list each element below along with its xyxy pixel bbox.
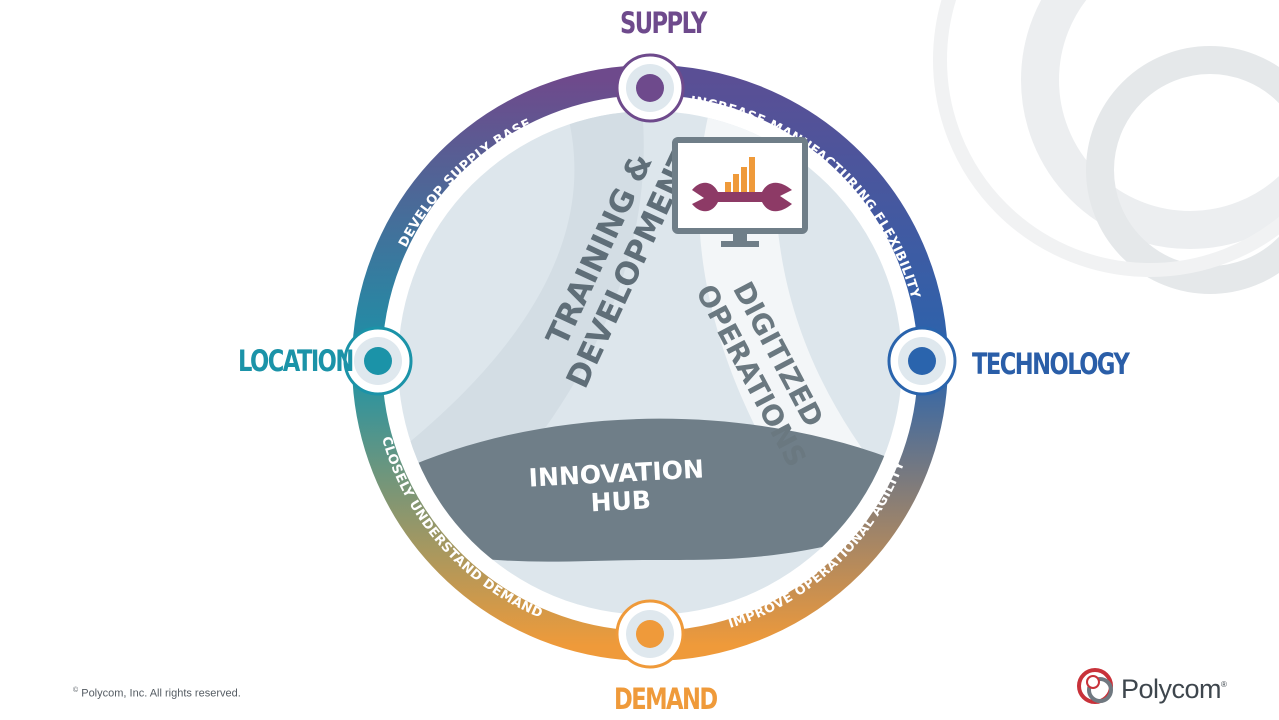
copyright-text: Polycom, Inc. All rights reserved. [78, 687, 241, 700]
node-supply [615, 53, 685, 123]
polycom-logo-text: Polycom® [1121, 674, 1227, 705]
copyright-symbol: © [73, 687, 79, 694]
label-demand: DEMAND [614, 682, 718, 716]
label-technology: TECHNOLOGY [972, 347, 1130, 381]
decorative-circles [933, 0, 1279, 294]
node-location [343, 326, 413, 396]
node-technology [887, 326, 957, 396]
monitor-wrench-chart-icon [672, 137, 808, 247]
innovation-band [398, 418, 902, 562]
label-location: LOCATION [238, 344, 354, 378]
label-supply: SUPPLY [620, 6, 707, 40]
training-band [400, 111, 644, 520]
node-demand [615, 599, 685, 669]
polycom-logo-icon [1077, 668, 1113, 704]
copyright-notice: © Polycom, Inc. All rights reserved. [73, 687, 241, 700]
innovation-line-2: HUB [590, 485, 652, 517]
logo-registered-mark: ® [1221, 680, 1227, 689]
logo-name: Polycom [1121, 674, 1222, 704]
